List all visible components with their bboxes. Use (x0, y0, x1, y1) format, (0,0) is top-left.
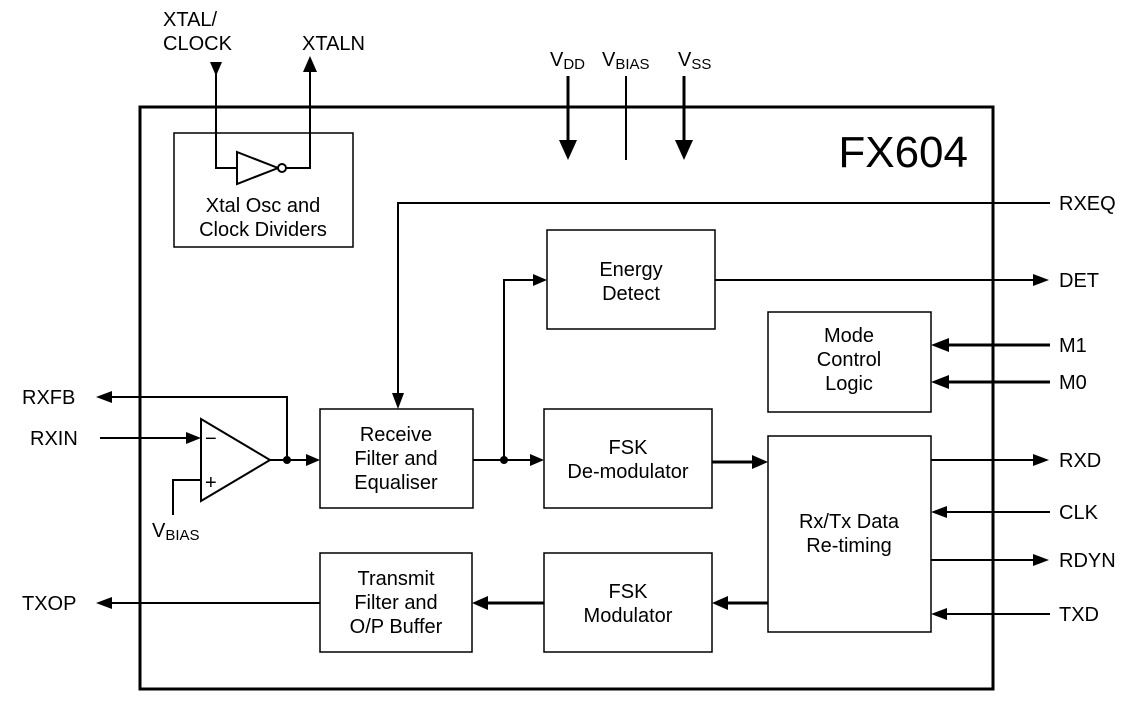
vbias-in-wire (172, 479, 201, 515)
energy-in-arrow (533, 274, 547, 286)
rxd-arrow (1033, 454, 1049, 466)
pin-txd: TXD (1059, 604, 1099, 626)
fsk-mod-label-1: FSK (609, 581, 649, 603)
chip-name: FX604 (838, 128, 968, 177)
pin-vdd: VDD (550, 49, 585, 73)
pin-vbias-in: VBIAS (152, 520, 200, 544)
rxtx-retiming-block (767, 435, 932, 633)
m1-arrow (931, 338, 949, 352)
pin-m1: M1 (1059, 335, 1087, 357)
xtal-out-wire (286, 70, 311, 169)
xtal-osc-label-1: Xtal Osc and (206, 195, 321, 217)
pin-m0: M0 (1059, 372, 1087, 394)
pin-rxfb: RXFB (22, 387, 75, 409)
pin-xtal-clock-line2: CLOCK (163, 33, 233, 55)
rxeq-wire (397, 202, 1050, 395)
mode-control-block (767, 311, 932, 413)
txop-arrow (96, 597, 112, 609)
transmit-filter-block (319, 552, 473, 653)
retiming-to-mod-arrow (712, 596, 728, 610)
receive-filter-label-3: Equaliser (354, 472, 438, 494)
energy-detect-label-2: Detect (602, 283, 660, 305)
det-arrow (1033, 274, 1049, 286)
rdyn-arrow (1033, 554, 1049, 566)
vss-arrow (675, 140, 693, 160)
pin-rxd: RXD (1059, 450, 1101, 472)
opamp-plus-sign: + (205, 472, 217, 494)
rxfilter-out-arrow (530, 454, 544, 466)
mode-control-label-1: Mode (824, 325, 874, 347)
pin-vss: VSS (678, 49, 711, 73)
opamp-minus-sign: − (205, 428, 217, 450)
mod-to-txfilter-arrow (472, 596, 488, 610)
energy-in-wire (503, 279, 535, 460)
pin-rxin: RXIN (30, 428, 78, 450)
opamp-out-arrow (306, 454, 320, 466)
receive-filter-label-1: Receive (360, 424, 432, 446)
pin-rdyn: RDYN (1059, 550, 1116, 572)
rxfb-wire (108, 396, 288, 460)
transmit-filter-label-3: O/P Buffer (350, 616, 443, 638)
xtal-osc-block: Xtal Osc and Clock Dividers (173, 70, 354, 248)
fsk-demod-label-2: De-modulator (567, 461, 689, 483)
receive-filter-label-2: Filter and (354, 448, 437, 470)
pin-det: DET (1059, 270, 1099, 292)
clk-arrow (931, 506, 947, 518)
xtal-in-wire (215, 70, 237, 169)
mode-control-label-3: Logic (825, 373, 873, 395)
rxin-arrow (186, 432, 201, 444)
pin-xtaln: XTALN (302, 33, 365, 55)
power-pins: VDD VBIAS VSS (550, 49, 711, 160)
pin-xtal-clock-line1: XTAL/ (163, 9, 218, 31)
vdd-arrow (559, 140, 577, 160)
receive-filter-block (319, 408, 474, 509)
mode-control-label-2: Control (817, 349, 881, 371)
rxfb-arrow (96, 391, 112, 403)
m0-arrow (931, 375, 949, 389)
xtal-osc-label-2: Clock Dividers (199, 219, 327, 241)
rxtx-retiming-label-2: Re-timing (806, 535, 892, 557)
pin-vbias: VBIAS (602, 49, 650, 73)
xtaln-arrow (303, 56, 317, 72)
transmit-filter-label-2: Filter and (354, 592, 437, 614)
fsk-demod-block (543, 408, 713, 509)
txd-arrow (931, 608, 947, 620)
pin-txop: TXOP (22, 593, 76, 615)
transmit-filter-label-1: Transmit (357, 568, 434, 590)
opamp: − + (200, 417, 272, 503)
demod-out-arrow (752, 455, 768, 469)
fsk-mod-label-2: Modulator (584, 605, 673, 627)
rxeq-arrow (392, 393, 404, 409)
rxtx-retiming-label-1: Rx/Tx Data (799, 511, 900, 533)
energy-detect-block (546, 229, 716, 330)
fsk-demod-label-1: FSK (609, 437, 649, 459)
pin-rxeq: RXEQ (1059, 193, 1116, 215)
pin-clk: CLK (1059, 502, 1099, 524)
xtal-clock-arrow (210, 62, 222, 76)
inverter-bubble (277, 163, 287, 173)
opamp-triangle (200, 417, 272, 503)
energy-detect-label-1: Energy (599, 259, 662, 281)
